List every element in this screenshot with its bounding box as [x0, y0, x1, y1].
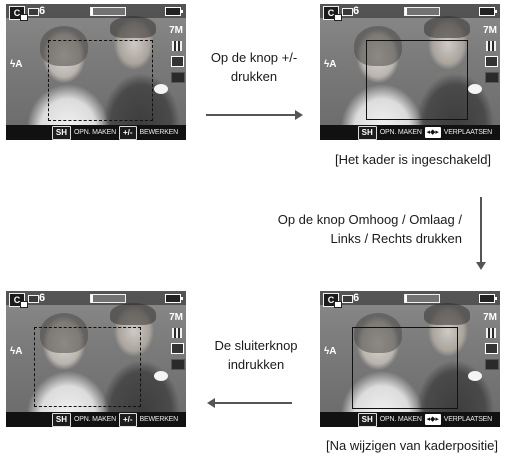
sharpness-icon: [485, 359, 499, 370]
sh-key-label: OPN. MAKEN: [74, 129, 116, 136]
arrow-down: [476, 197, 486, 270]
button-guide-bar: SH OPN. MAKEN +/- BEWERKEN: [6, 412, 186, 427]
flash-auto-icon: ϟA: [324, 346, 337, 357]
couple-photo: [6, 291, 186, 427]
camera-screen-before: C 6 ϟA 7M SH OPN. MAKEN +/- BEWERKEN: [6, 4, 186, 140]
sh-key-label: OPN. MAKEN: [74, 416, 116, 423]
status-bar: [320, 4, 500, 18]
photo-frame: [48, 40, 153, 121]
direction-key-label: VERPLAATSEN: [443, 416, 492, 423]
step-press-plus-minus: Op de knop +/- drukken: [210, 50, 298, 84]
resolution-label: 7M: [169, 312, 183, 323]
battery-icon: [165, 7, 183, 16]
memory-icon: [28, 295, 39, 303]
progress-slot: [404, 294, 440, 303]
flash-auto-icon: ϟA: [10, 346, 23, 357]
resolution-label: 7M: [169, 25, 183, 36]
couple-photo: [320, 291, 500, 427]
direction-key-icon: ◂◆▸: [424, 414, 441, 425]
memory-icon: [342, 295, 353, 303]
boutonniere: [468, 371, 482, 381]
direction-key-label: VERPLAATSEN: [443, 129, 492, 136]
photo-frame: [352, 327, 458, 409]
flash-auto-icon: ϟA: [324, 59, 337, 70]
bride-hair: [354, 26, 402, 66]
metering-icon: [171, 56, 184, 67]
resolution-label: 7M: [483, 312, 497, 323]
camera-mode-icon: C: [9, 293, 28, 308]
sh-key: SH: [51, 412, 72, 427]
battery-icon: [479, 294, 497, 303]
battery-icon: [165, 294, 183, 303]
button-guide-bar: SH OPN. MAKEN ◂◆▸ VERPLAATSEN: [320, 412, 500, 427]
button-guide-bar: SH OPN. MAKEN +/- BEWERKEN: [6, 125, 186, 140]
sh-key-label: OPN. MAKEN: [379, 129, 422, 136]
caption-after-move: [Na wijzigen van kaderpositie]: [326, 438, 498, 453]
boutonniere: [154, 371, 168, 381]
plus-minus-key-label: BEWERKEN: [139, 129, 179, 136]
status-bar: [320, 291, 500, 305]
status-bar: [6, 291, 186, 305]
camera-screen-result: C 6 ϟA 7M SH OPN. MAKEN +/- BEWERKEN: [6, 291, 186, 427]
photo-frame: [366, 40, 468, 120]
metering-icon: [171, 343, 184, 354]
step-press-shutter: De sluiterknop indrukken: [214, 338, 298, 372]
memory-icon: [28, 8, 39, 16]
settings-icons: 7M: [481, 24, 499, 83]
metering-icon: [485, 343, 498, 354]
button-guide-bar: SH OPN. MAKEN ◂◆▸ VERPLAATSEN: [320, 125, 500, 140]
step-press-direction: Op de knop Omhoog / Omlaag / Links / Rec…: [277, 212, 462, 246]
sh-key-label: OPN. MAKEN: [379, 416, 422, 423]
memory-icon: [342, 8, 353, 16]
resolution-label: 7M: [483, 25, 497, 36]
sharpness-icon: [485, 72, 499, 83]
shot-count: 6: [39, 5, 46, 17]
groom-hair: [424, 303, 470, 325]
camera-mode-icon: C: [323, 293, 342, 308]
quality-icon: [172, 41, 182, 51]
battery-icon: [479, 7, 497, 16]
settings-icons: 7M: [167, 24, 185, 83]
groom-hair: [110, 16, 156, 38]
shot-count: 6: [39, 292, 46, 304]
arrow-right-top: [206, 110, 303, 120]
sh-key: SH: [51, 125, 72, 140]
camera-mode-icon: C: [323, 6, 342, 21]
shot-count: 6: [353, 5, 360, 17]
settings-icons: 7M: [167, 311, 185, 370]
settings-icons: 7M: [481, 311, 499, 370]
photo-frame: [34, 327, 141, 407]
caption-frame-enabled: [Het kader is ingeschakeld]: [334, 152, 492, 167]
bride-hair: [354, 313, 402, 353]
status-bar: [6, 4, 186, 18]
flash-auto-icon: ϟA: [10, 59, 23, 70]
arrow-left-bottom: [207, 398, 292, 408]
groom-hair: [110, 303, 156, 325]
shot-count: 6: [353, 292, 360, 304]
plus-minus-key: +/-: [118, 125, 137, 140]
couple-photo: [320, 4, 500, 140]
camera-screen-moved: C 6 ϟA 7M SH OPN. MAKEN ◂◆▸ VERPLAATSEN: [320, 291, 500, 427]
quality-icon: [486, 41, 496, 51]
direction-key-icon: ◂◆▸: [424, 127, 441, 138]
progress-slot: [90, 294, 126, 303]
plus-minus-key-label: BEWERKEN: [139, 416, 179, 423]
progress-slot: [90, 7, 126, 16]
metering-icon: [485, 56, 498, 67]
sh-key: SH: [357, 125, 377, 140]
boutonniere: [154, 84, 168, 94]
bride-hair: [40, 313, 88, 353]
progress-slot: [404, 7, 440, 16]
quality-icon: [486, 328, 496, 338]
plus-minus-key: +/-: [118, 412, 137, 427]
camera-mode-icon: C: [9, 6, 28, 21]
boutonniere: [468, 84, 482, 94]
groom-hair: [424, 16, 470, 38]
sharpness-icon: [171, 72, 185, 83]
camera-screen-frame-on: C 6 ϟA 7M SH OPN. MAKEN ◂◆▸ VERPLAATSEN: [320, 4, 500, 140]
quality-icon: [172, 328, 182, 338]
sharpness-icon: [171, 359, 185, 370]
sh-key: SH: [357, 412, 377, 427]
couple-photo: [6, 4, 186, 140]
